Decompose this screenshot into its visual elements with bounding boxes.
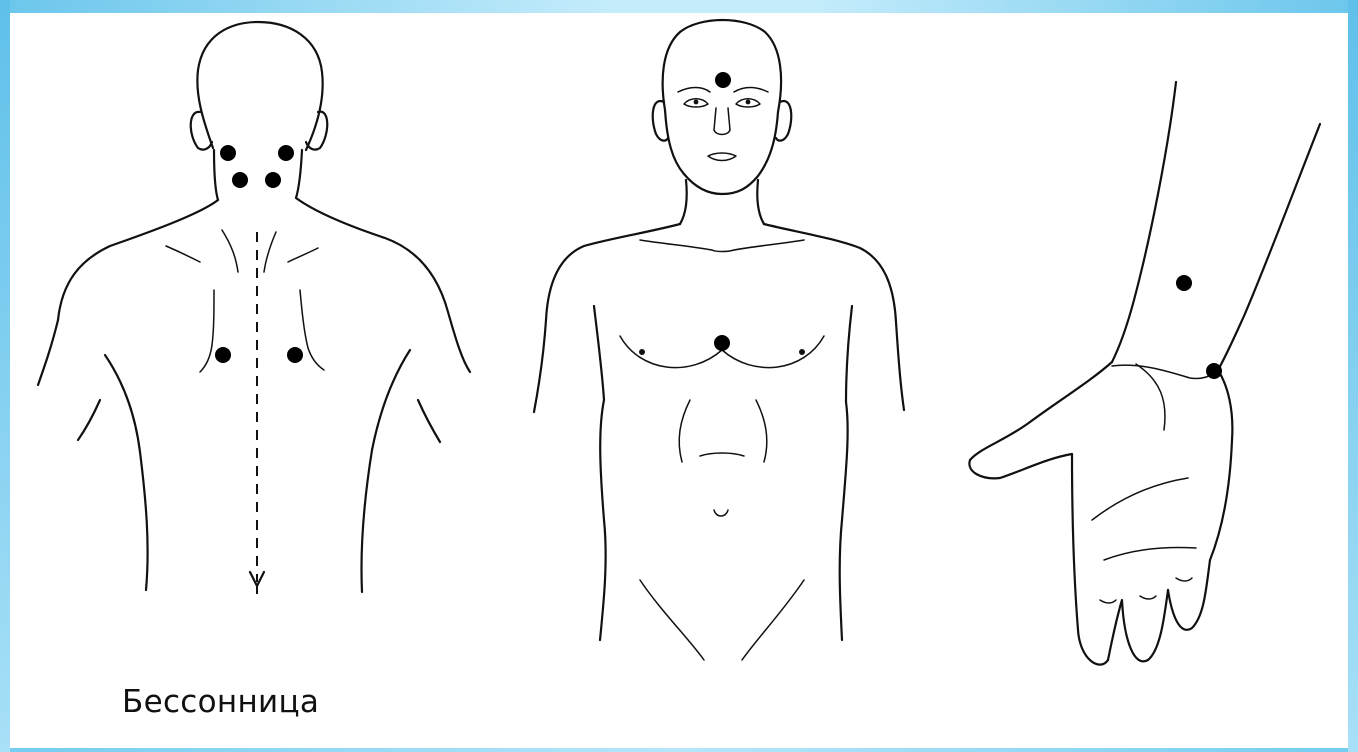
point-neck-right-upper [278, 145, 294, 161]
back-view-figure [38, 22, 470, 594]
point-back-right [287, 347, 303, 363]
point-neck-right-lower [265, 172, 281, 188]
point-forehead [715, 72, 731, 88]
point-back-left [215, 347, 231, 363]
front-view-figure [534, 20, 904, 660]
point-neck-left-upper [220, 145, 236, 161]
point-sternum [714, 335, 730, 351]
point-forearm [1176, 275, 1192, 291]
wrist-palm-figure [969, 82, 1320, 665]
point-wrist-crease [1206, 363, 1222, 379]
caption-title: Бессонница [122, 684, 319, 720]
point-neck-left-lower [232, 172, 248, 188]
